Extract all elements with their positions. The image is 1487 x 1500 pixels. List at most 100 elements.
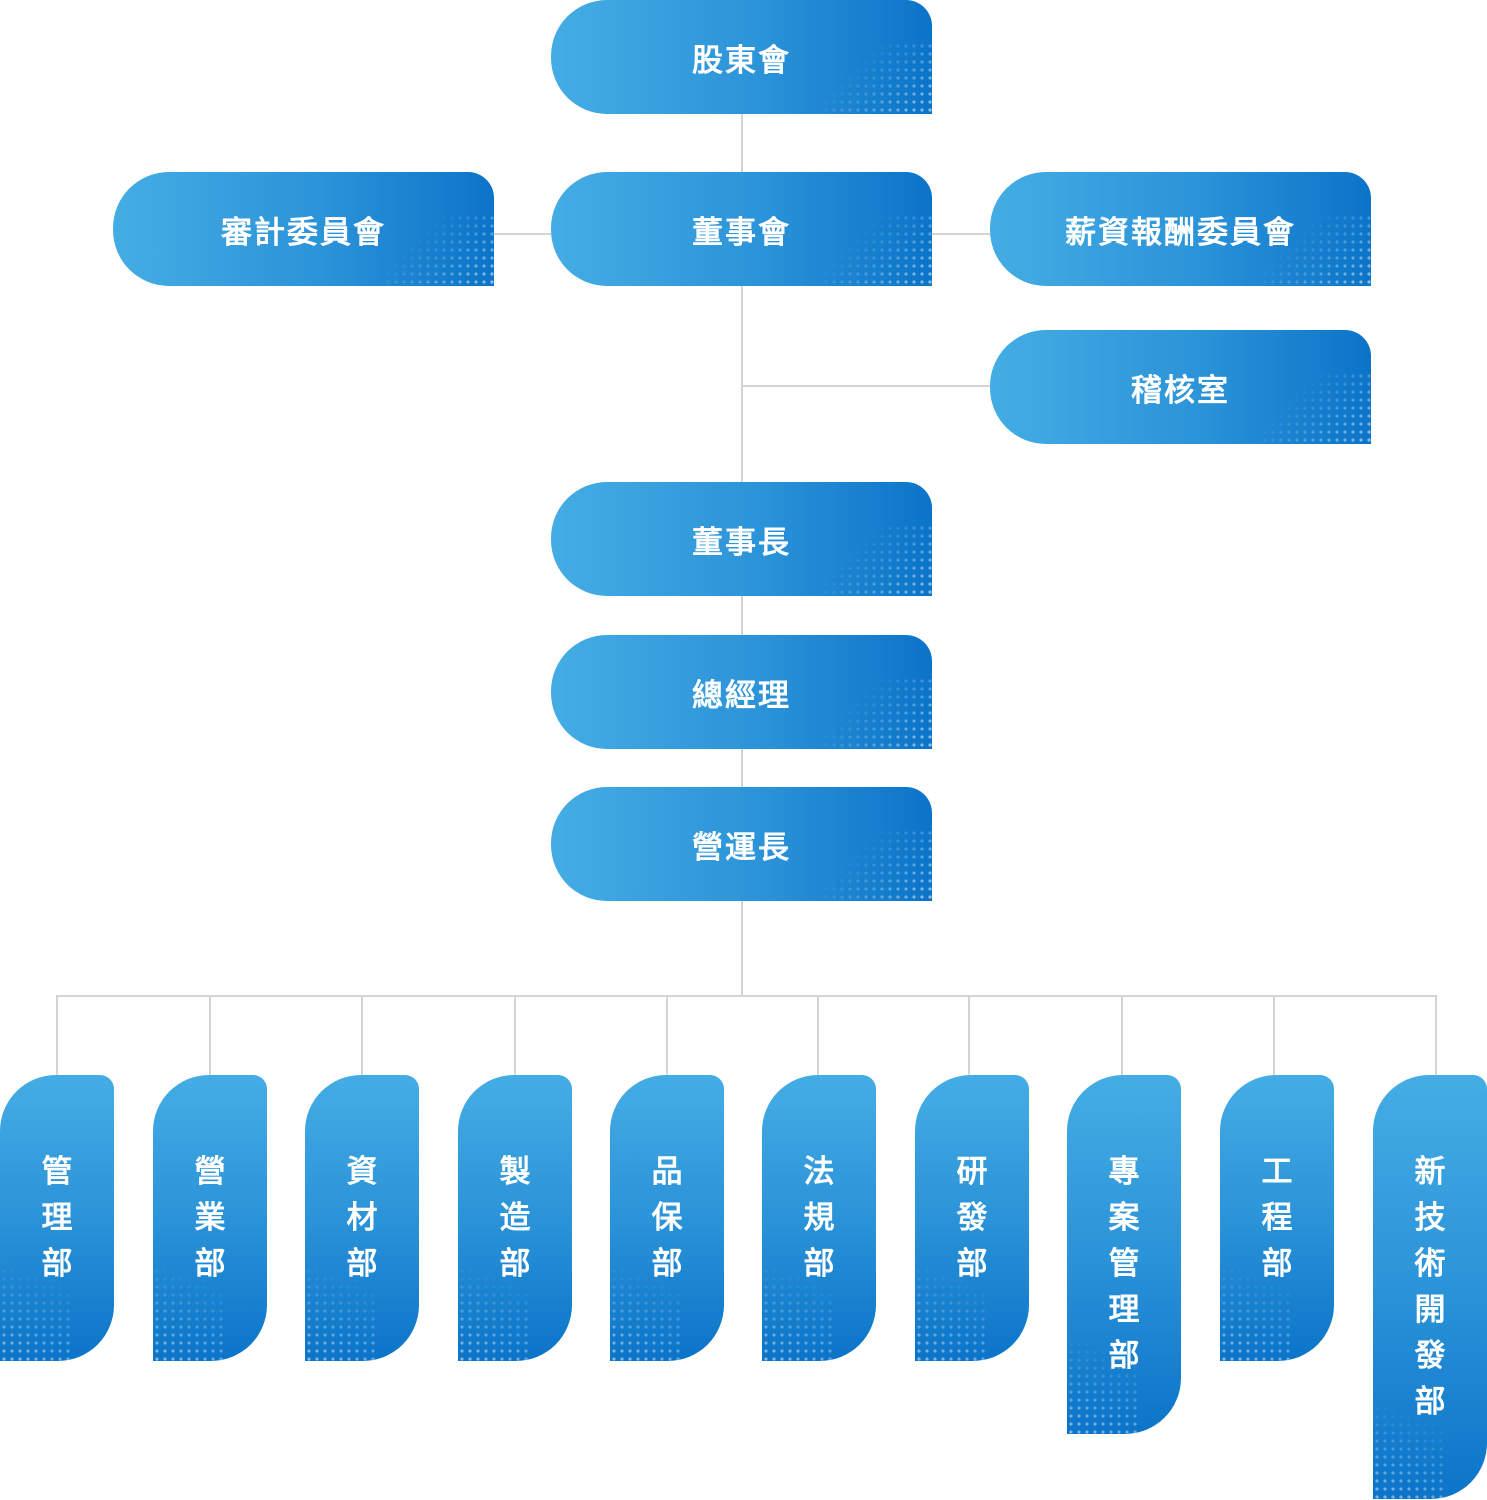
department-label: 製造部 <box>458 1149 572 1287</box>
node-label: 總經理 <box>692 677 791 714</box>
audit-committee-node[interactable]: 審計委員會 <box>113 172 494 286</box>
dot-pattern <box>1261 372 1371 444</box>
department-label: 專案管理部 <box>1067 1149 1181 1379</box>
node-label: 董事長 <box>692 524 791 561</box>
department-label-char: 管 <box>1108 1246 1140 1282</box>
department-node[interactable]: 工程部 <box>1220 1075 1334 1361</box>
connector-line <box>514 995 516 1075</box>
shareholders-node[interactable]: 股東會 <box>551 0 932 114</box>
node-label: 審計委員會 <box>221 214 386 251</box>
department-label-char: 工 <box>1261 1154 1293 1190</box>
department-label-char: 資 <box>346 1154 378 1190</box>
compensation-committee-node[interactable]: 薪資報酬委員會 <box>990 172 1371 286</box>
department-label-char: 部 <box>1108 1338 1140 1374</box>
department-label-char: 部 <box>346 1246 378 1282</box>
department-label: 法規部 <box>762 1149 876 1287</box>
connector-line <box>932 233 990 235</box>
connector-line <box>1435 995 1437 1075</box>
dot-pattern <box>384 214 494 286</box>
connector-line <box>817 995 819 1075</box>
dot-pattern <box>822 42 932 114</box>
coo-node[interactable]: 營運長 <box>551 787 932 901</box>
department-label: 資材部 <box>305 1149 419 1287</box>
department-node[interactable]: 研發部 <box>915 1075 1029 1361</box>
department-label: 管理部 <box>0 1149 114 1287</box>
department-label-char: 材 <box>346 1200 378 1236</box>
department-label-char: 案 <box>1108 1200 1140 1236</box>
department-label-char: 發 <box>1414 1338 1446 1374</box>
dot-pattern <box>822 524 932 596</box>
department-label: 新技術開發部 <box>1373 1149 1487 1425</box>
dot-pattern <box>458 1251 530 1361</box>
department-node[interactable]: 資材部 <box>305 1075 419 1361</box>
department-label-char: 部 <box>41 1246 73 1282</box>
dot-pattern <box>610 1251 682 1361</box>
department-node[interactable]: 營業部 <box>153 1075 267 1361</box>
department-label-char: 法 <box>803 1154 835 1190</box>
dot-pattern <box>822 677 932 749</box>
department-label-char: 開 <box>1414 1292 1446 1328</box>
department-label-char: 管 <box>41 1154 73 1190</box>
department-label: 營業部 <box>153 1149 267 1287</box>
node-label: 營運長 <box>692 829 791 866</box>
department-label-char: 新 <box>1414 1154 1446 1190</box>
dot-pattern <box>1067 1324 1139 1434</box>
connector-line <box>361 995 363 1075</box>
connector-line <box>741 596 743 635</box>
department-label-char: 部 <box>1414 1384 1446 1420</box>
department-label-char: 造 <box>499 1200 531 1236</box>
connector-line <box>494 233 551 235</box>
dot-pattern <box>305 1251 377 1361</box>
dot-pattern <box>1220 1251 1292 1361</box>
department-label-char: 業 <box>194 1200 226 1236</box>
department-label-char: 部 <box>803 1246 835 1282</box>
dot-pattern <box>915 1251 987 1361</box>
department-label-char: 部 <box>194 1246 226 1282</box>
connector-line <box>56 995 58 1075</box>
connector-line <box>1121 995 1123 1075</box>
department-label-char: 程 <box>1261 1200 1293 1236</box>
connector-line <box>1273 995 1275 1075</box>
general-manager-node[interactable]: 總經理 <box>551 635 932 749</box>
department-label-char: 理 <box>1108 1292 1140 1328</box>
node-label: 董事會 <box>692 214 791 251</box>
department-label-char: 品 <box>651 1154 683 1190</box>
department-node[interactable]: 製造部 <box>458 1075 572 1361</box>
dot-pattern <box>1373 1389 1445 1499</box>
audit-office-node[interactable]: 稽核室 <box>990 330 1371 444</box>
connector-line <box>741 285 743 482</box>
department-node[interactable]: 品保部 <box>610 1075 724 1361</box>
department-label-char: 部 <box>651 1246 683 1282</box>
dot-pattern <box>762 1251 834 1361</box>
connector-line <box>741 114 743 172</box>
department-node[interactable]: 法規部 <box>762 1075 876 1361</box>
department-label-char: 技 <box>1414 1200 1446 1236</box>
dot-pattern <box>1261 214 1371 286</box>
node-label: 稽核室 <box>1131 372 1230 409</box>
chairman-node[interactable]: 董事長 <box>551 482 932 596</box>
department-label-char: 發 <box>956 1200 988 1236</box>
department-node[interactable]: 管理部 <box>0 1075 114 1361</box>
department-label-char: 部 <box>956 1246 988 1282</box>
department-label-char: 專 <box>1108 1154 1140 1190</box>
department-label: 工程部 <box>1220 1149 1334 1287</box>
connector-line <box>968 995 970 1075</box>
board-node[interactable]: 董事會 <box>551 172 932 286</box>
dot-pattern <box>822 214 932 286</box>
department-bus-line <box>56 995 1437 997</box>
department-label: 品保部 <box>610 1149 724 1287</box>
department-label-char: 營 <box>194 1154 226 1190</box>
connector-line <box>209 995 211 1075</box>
department-node[interactable]: 新技術開發部 <box>1373 1075 1487 1499</box>
department-node[interactable]: 專案管理部 <box>1067 1075 1181 1434</box>
department-label-char: 部 <box>1261 1246 1293 1282</box>
department-label-char: 保 <box>651 1200 683 1236</box>
department-label-char: 研 <box>956 1154 988 1190</box>
connector-line <box>741 900 743 996</box>
dot-pattern <box>0 1251 72 1361</box>
department-label-char: 部 <box>499 1246 531 1282</box>
dot-pattern <box>153 1251 225 1361</box>
connector-line <box>743 385 990 387</box>
department-label-char: 規 <box>803 1200 835 1236</box>
